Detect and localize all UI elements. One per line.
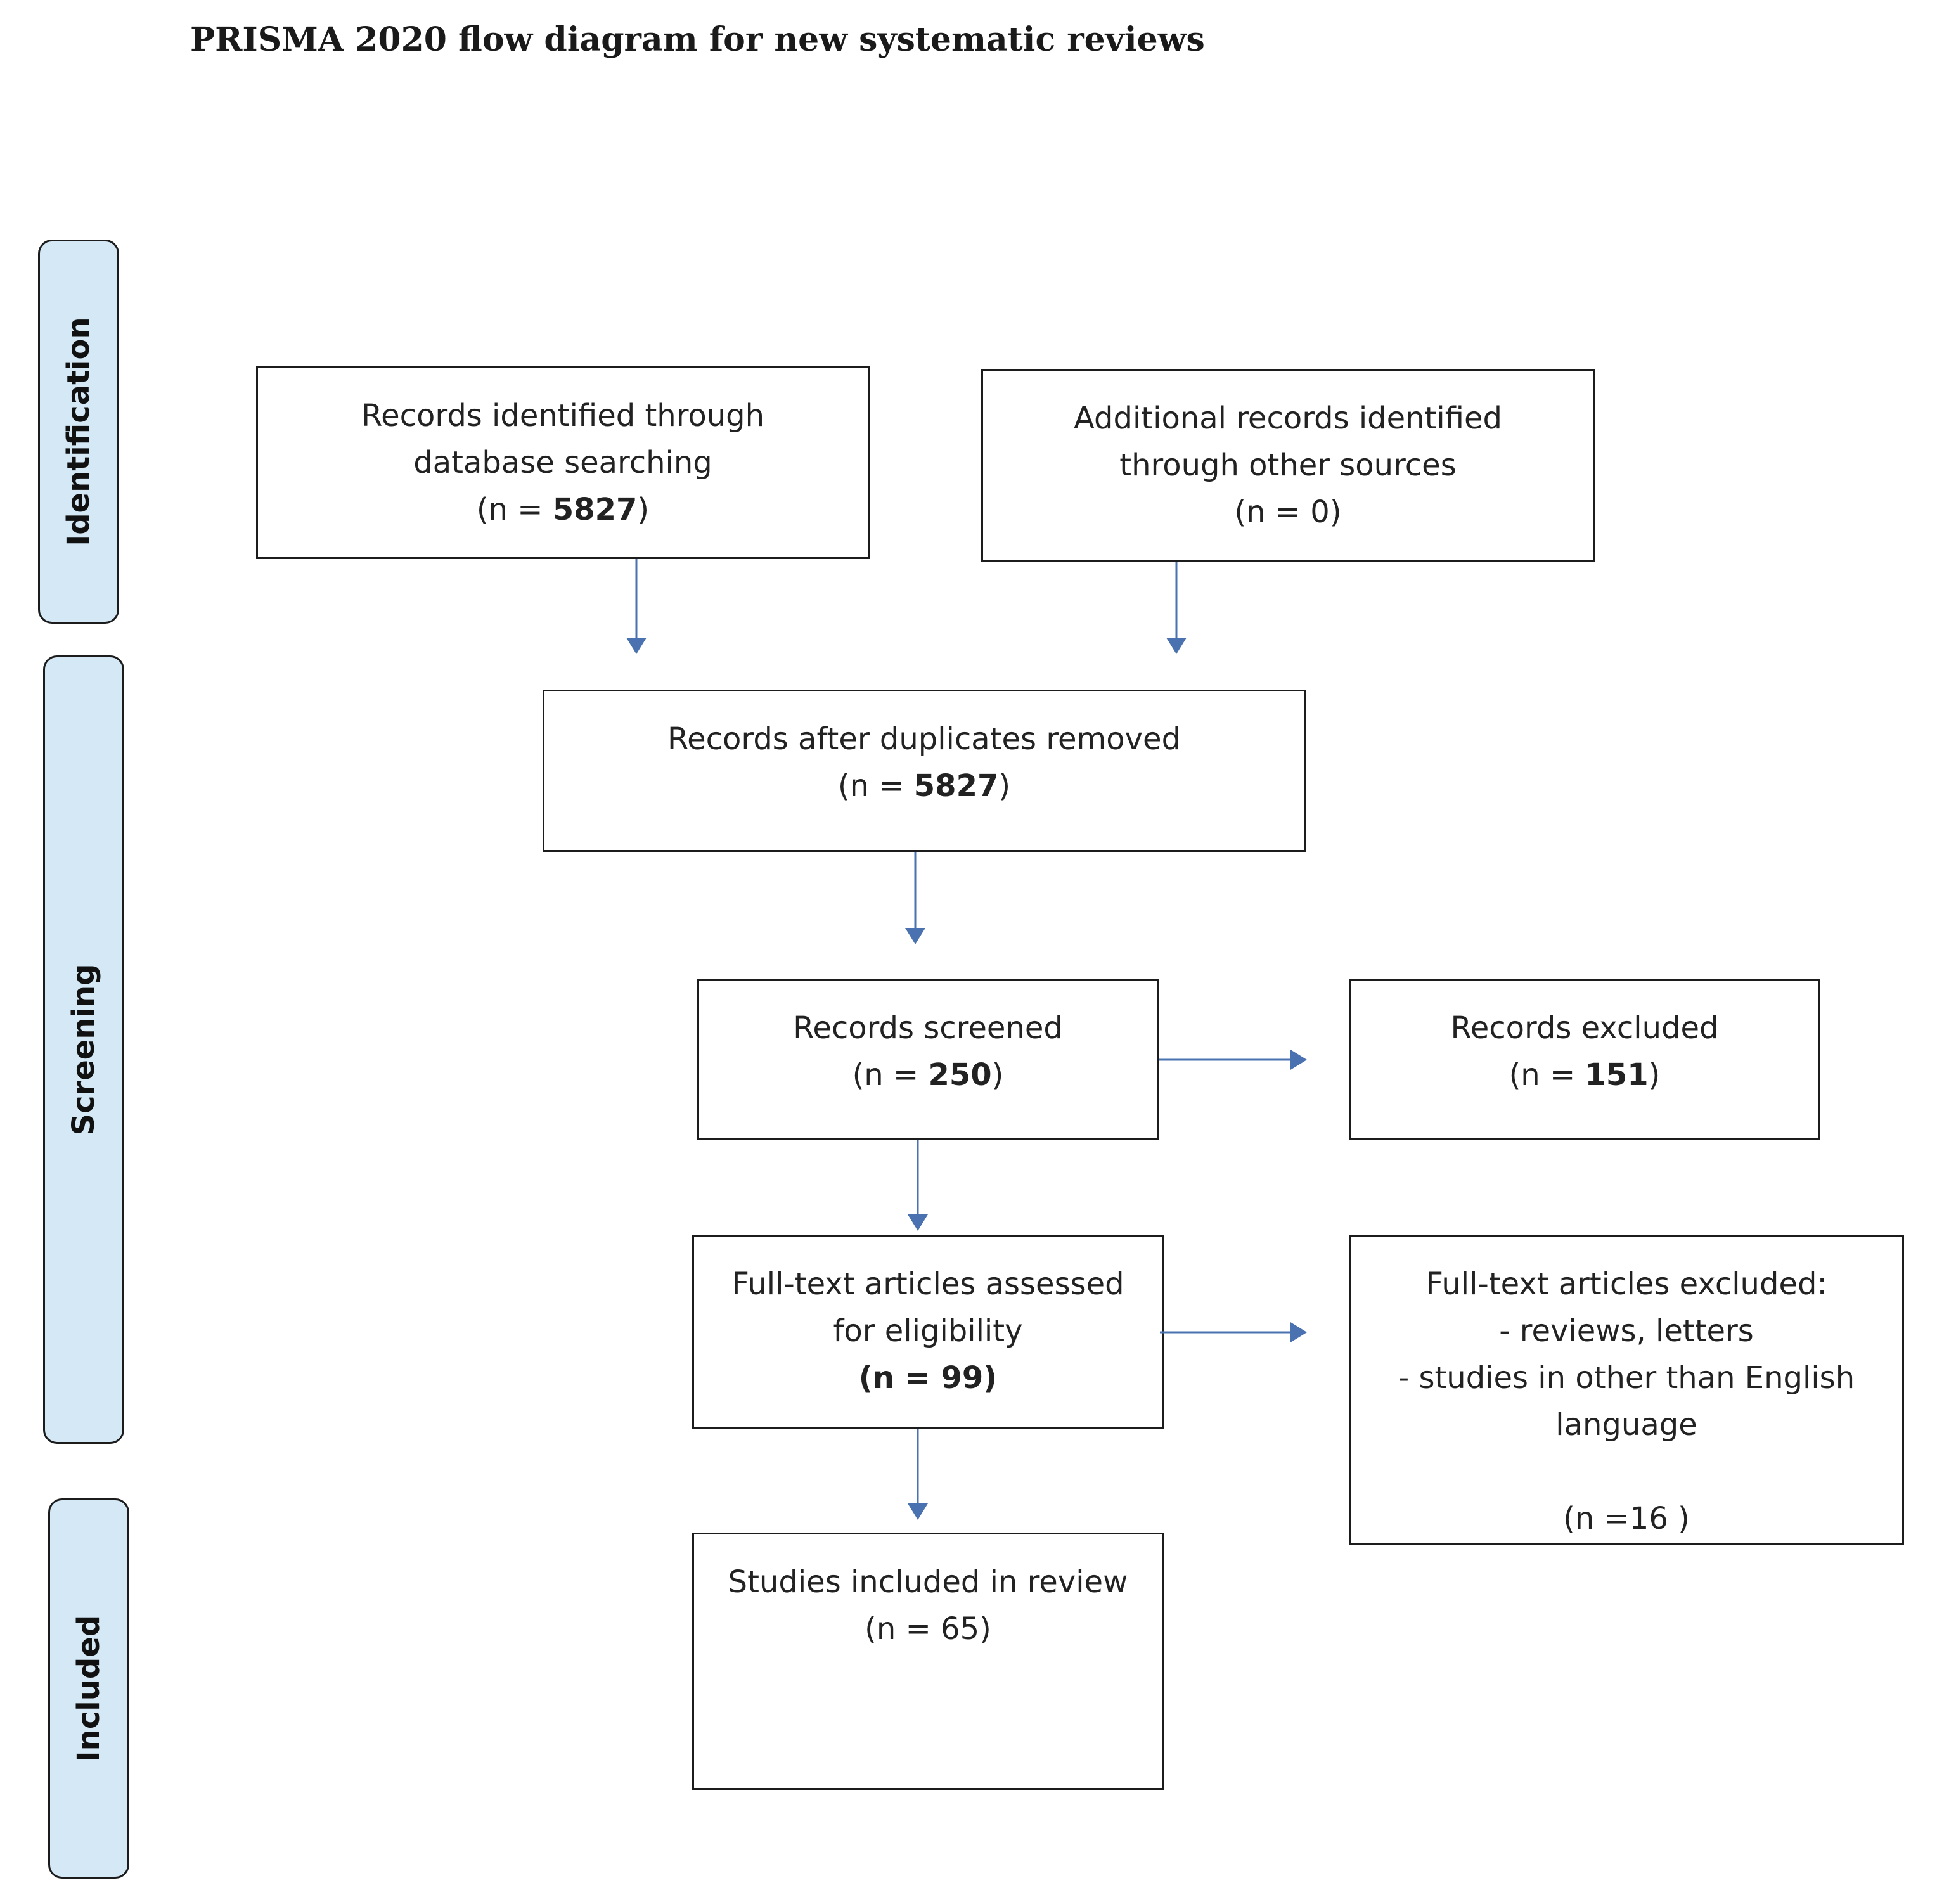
box-duplicates-line1: Records after duplicates removed <box>667 721 1181 757</box>
box-ftex-line2: - reviews, letters <box>1499 1313 1754 1349</box>
box-database-records: Records identified through database sear… <box>256 366 870 559</box>
box-database-line1: Records identified through <box>361 398 765 434</box>
box-screened-count: (n = 250) <box>852 1057 1004 1093</box>
arrow-other-down <box>1166 562 1187 654</box>
box-excluded-line1: Records excluded <box>1450 1010 1719 1046</box>
box-duplicates-removed: Records after duplicates removed (n = 58… <box>543 690 1306 852</box>
arrow-fulltext-right <box>1160 1322 1307 1342</box>
box-ftex-line3: - studies in other than English <box>1398 1360 1855 1396</box>
box-ftex-line4: language <box>1555 1407 1697 1443</box>
box-other-line2: through other sources <box>1119 447 1457 483</box>
box-fulltext-line2: for eligibility <box>833 1313 1023 1349</box>
box-included-count: (n = 65) <box>865 1611 991 1647</box>
arrow-screened-right <box>1159 1050 1307 1070</box>
box-included-line1: Studies included in review <box>728 1564 1128 1600</box>
box-studies-included: Studies included in review (n = 65) <box>692 1533 1164 1790</box>
box-other-sources: Additional records identified through ot… <box>981 369 1595 562</box>
box-fulltext-count: (n = 99) <box>858 1360 998 1396</box>
phase-included: Included <box>48 1498 129 1879</box>
box-other-line1: Additional records identified <box>1074 401 1502 436</box>
box-screened-line1: Records screened <box>793 1010 1063 1046</box>
arrow-database-down <box>626 559 647 654</box>
arrow-fulltext-down <box>908 1429 928 1520</box>
box-records-screened: Records screened (n = 250) <box>697 979 1159 1140</box>
box-ftex-line1: Full-text articles excluded: <box>1425 1266 1827 1302</box>
box-database-line2: database searching <box>413 445 712 480</box>
box-fulltext-excluded: Full-text articles excluded: - reviews, … <box>1349 1235 1904 1545</box>
arrow-duplicates-down <box>905 852 925 944</box>
arrow-screened-down <box>908 1140 928 1231</box>
diagram-title: PRISMA 2020 flow diagram for new systema… <box>190 20 1205 59</box>
box-excluded-count: (n = 151) <box>1509 1057 1661 1093</box>
box-records-excluded: Records excluded (n = 151) <box>1349 979 1820 1140</box>
box-ftex-count: (n =16 ) <box>1563 1501 1690 1536</box>
phase-identification: Identification <box>38 240 119 624</box>
box-other-count: (n = 0) <box>1234 494 1342 530</box>
phase-screening: Screening <box>43 655 124 1444</box>
box-database-count: (n = 5827) <box>476 492 650 527</box>
box-fulltext-line1: Full-text articles assessed <box>731 1266 1124 1302</box>
box-fulltext-assessed: Full-text articles assessed for eligibil… <box>692 1235 1164 1429</box>
box-duplicates-count: (n = 5827) <box>837 768 1011 804</box>
